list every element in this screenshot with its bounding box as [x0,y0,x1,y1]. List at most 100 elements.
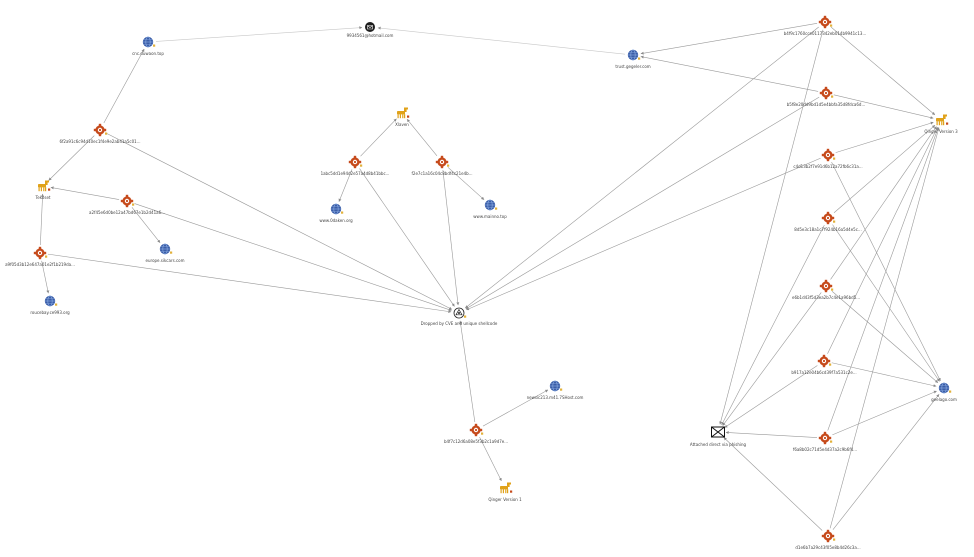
globe-icon [44,295,58,307]
edge-h10-to-geelago [831,291,939,383]
edge-h8-to-qinger3 [835,121,934,153]
edge-h9-to-geelago [832,224,940,382]
edge-h1-to-phish [719,29,824,425]
node-label: geelago.com [931,397,957,402]
node-label: f6a8b02c71d5e4d37a2c9b6f4... [793,447,857,452]
graph-node-qinger1[interactable]: Qinger Version 1 [488,482,522,503]
edge-h13-to-exploit [459,320,476,423]
edge-h6-to-exploit [359,168,455,307]
graph-node-h5[interactable]: a9f05d3b12e647a01e2f1b219da... [5,246,75,267]
edge-h6-to-xlaven [360,118,397,157]
edge-h14-to-qinger3 [829,127,940,529]
node-label: Attached direct via phishing [690,442,747,447]
edge-h11-to-phish [724,365,818,428]
hash-icon [819,279,834,293]
graph-node-gegeler[interactable]: trust.gegeler.com [615,49,651,69]
globe-icon [330,203,344,215]
graph-node-h13[interactable]: b4f7c12d6a08e5f3b2c1a9d7e... [444,423,508,444]
edge-h4-to-exploit [134,203,452,311]
graph-node-tekoset[interactable]: Tekoset [35,180,51,201]
node-label: Qinger Version 1 [488,497,522,502]
edge-h7-to-mainno [447,167,485,200]
globe-icon [549,380,563,392]
node-label: europe.sikcars.com [146,258,185,263]
edge-h10-to-phish [722,292,822,426]
node-label: c4d13b2f7e91d6b12a72fb6c31a... [793,164,862,169]
horse-icon [500,482,513,494]
edge-h12-to-phish [725,431,818,438]
graph-node-h4[interactable]: a2f45e6d0be12a47bd67e1b2d41a6... [89,194,165,215]
edge-h9-to-phish [721,224,825,426]
node-label: www.0daken.org [319,218,353,223]
edge-cnc-to-email [155,26,363,42]
hash-icon [819,86,834,100]
node-label: b917a12e04b6cd39f7a531c2e... [791,370,856,375]
node-label: 8d5e3c18a1c7f924b16a5d4e5c... [794,227,861,232]
graph-node-h14[interactable]: d1e6b7a29c43f05e8b4d26c3a... [795,529,861,550]
graph-node-h3[interactable]: 6f2a91c6c94d10ec1f4e9e2ab41a5c01... [59,123,141,144]
node-label: f2e7c1a16c04c8bdf4c21e4b... [412,171,473,176]
graph-node-geelago[interactable]: geelago.com [931,382,957,402]
graph-node-dawn[interactable]: www.0daken.org [319,203,353,223]
node-label: roucebay.ce993.org [30,310,70,315]
hash-icon [818,431,833,445]
edge-h8-to-exploit [466,157,821,311]
edge-h12-to-qinger3 [827,127,939,431]
edge-h10-to-qinger3 [830,126,937,280]
hash-icon [33,246,48,260]
node-label: Dropped by CVE and unique shellcode [421,321,498,326]
edge-h9-to-qinger3 [833,125,936,213]
edge-h3-to-tekoset [48,135,95,181]
node-label: 1abc5dd1e94d2e57a4d8b41bbc... [321,171,390,176]
email-icon [364,21,376,33]
hash-icon [817,354,832,368]
horse-icon [936,114,949,126]
edge-h14-to-geelago [832,394,940,530]
graph-node-cnc[interactable]: cnc.duwaon.top [132,36,164,56]
graph-node-europe[interactable]: europe.sikcars.com [146,243,185,263]
graph-node-h8[interactable]: c4d13b2f7e91d6b12a72fb6c31a... [793,148,863,169]
edge-gegeler-to-email [377,26,626,55]
hash-icon [821,211,836,225]
graph-node-h1[interactable]: b4f9c1760cce0117342eb014b9941c13... [784,15,867,36]
horse-icon [397,107,410,119]
globe-icon [484,199,498,211]
graph-node-email[interactable]: 9934561@hotmail.com [347,21,394,38]
globe-icon [142,36,156,48]
node-label: Qinger Version 3 [924,129,958,134]
node-label: cnc.duwaon.top [132,51,164,56]
graph-node-h10[interactable]: e6b1d43f5d3ea2b7c4e1a96bd5... [792,279,860,300]
node-label: e6b1d43f5d3ea2b7c4e1a96bd5... [792,295,860,300]
node-label: b4f7c12d6a08e5f3b2c1a9d7e... [444,439,508,444]
node-label: b4f9c1760cce0117342eb014b9941c13... [784,31,867,36]
graph-node-phish[interactable]: Attached direct via phishing [690,426,747,447]
hash-icon [120,194,135,208]
hash-icon [821,148,836,162]
edge-h4-to-europe [131,207,161,243]
node-label: a2f45e6d0be12a47bd67e1b2d41a6... [89,210,165,215]
edge-h2-to-qinger3 [833,94,934,120]
graph-node-h11[interactable]: b917a12e04b6cd39f7a531c2e... [791,354,857,375]
graph-node-h2[interactable]: b5f8e20dd9bd1d5e4bbfa35d8fdca6d... [787,86,866,107]
hash-icon [93,123,108,137]
graph-node-h7[interactable]: f2e7c1a16c04c8bdf4c21e4b... [412,155,473,176]
graph-node-h9[interactable]: 8d5e3c18a1c7f924b16a5d4e5c... [794,211,862,232]
node-label: d1e6b7a29c43f05e8b4d26c3a... [795,545,860,550]
graph-node-qinger3[interactable]: Qinger Version 3 [924,114,958,135]
hash-icon [435,155,450,169]
graph-node-h12[interactable]: f6a8b02c71d5e4d37a2c9b6f4... [793,431,857,452]
edge-h13-to-qinger1 [479,437,502,482]
hash-icon [821,529,836,543]
graph-node-rouset[interactable]: roucebay.ce993.org [30,295,70,315]
globe-icon [159,243,173,255]
edge-layer [40,23,941,531]
node-label: a9f05d3b12e647a01e2f1b219da... [5,262,75,267]
node-label: b5f8e20dd9bd1d5e4bbfa35d8fdca6d... [787,102,866,107]
graph-node-mainno[interactable]: www.mainno.top [473,199,507,219]
graph-node-h6[interactable]: 1abc5dd1e94d2e57a4d8b41bbc... [321,155,390,176]
graph-node-exploit[interactable]: Dropped by CVE and unique shellcode [421,307,498,326]
graph-node-newsic[interactable]: newsic213.m41.7SHost.com [527,380,584,400]
node-label: 9934561@hotmail.com [347,33,394,38]
edge-h1-to-gegeler [640,23,818,55]
graph-node-xlaven[interactable]: Xlaven [395,107,410,128]
